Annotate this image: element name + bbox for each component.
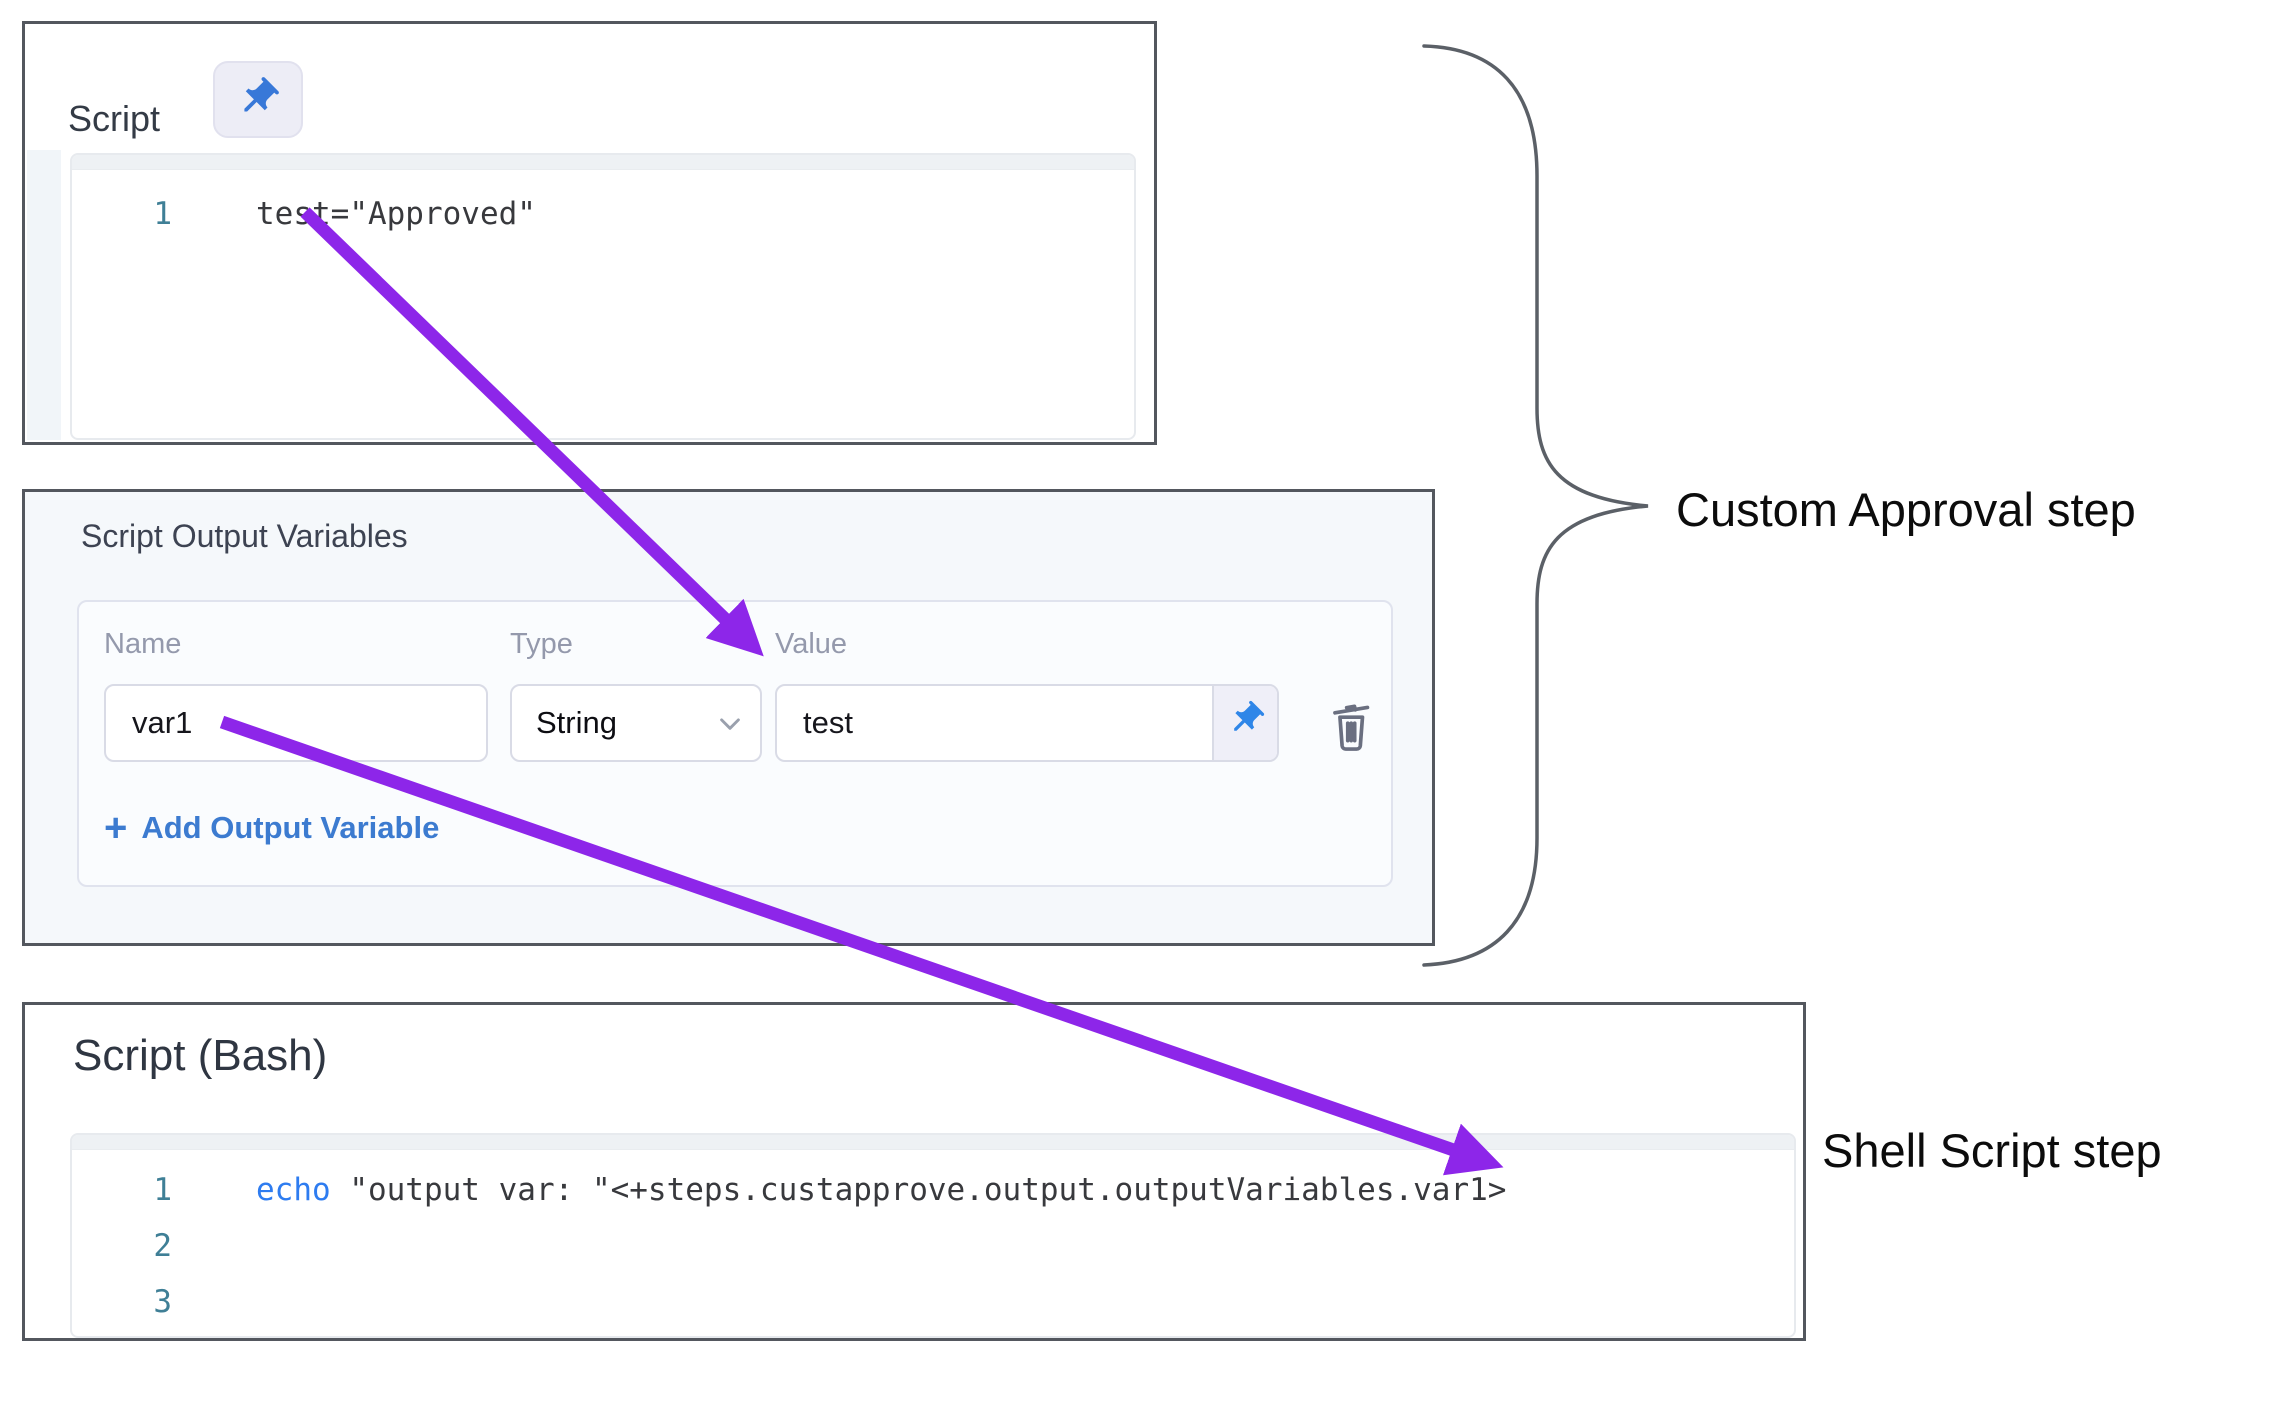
line-number: 1: [153, 1172, 172, 1208]
variable-value-field: [775, 684, 1279, 762]
shell-script-step-label: Shell Script step: [1822, 1124, 2162, 1177]
shell-script-editor[interactable]: 1 echo "output var: "<+steps.custapprove…: [70, 1133, 1796, 1338]
code-line: 2: [72, 1218, 1794, 1274]
curly-brace: [1422, 44, 1649, 967]
code-text: [172, 1218, 256, 1274]
approval-script-panel: Script 1 test="Approved": [22, 21, 1157, 445]
editor-header-strip: [72, 1135, 1794, 1150]
line-number: 2: [153, 1228, 172, 1264]
keyword-token: echo: [256, 1172, 331, 1208]
custom-approval-step-label: Custom Approval step: [1676, 483, 2136, 536]
code-line: 1 echo "output var: "<+steps.custapprove…: [72, 1162, 1794, 1218]
trash-icon: [1325, 704, 1377, 757]
add-output-variable-label: Add Output Variable: [141, 810, 440, 845]
plus-icon: +: [104, 806, 128, 850]
variable-type-select[interactable]: String: [510, 684, 762, 762]
panel-left-gutter: [27, 150, 61, 440]
code-text: echo "output var: "<+steps.custapprove.o…: [172, 1162, 1506, 1218]
variable-value-input[interactable]: [777, 686, 1212, 760]
chevron-down-icon: [718, 715, 742, 732]
pin-toggle-button[interactable]: [213, 61, 303, 138]
value-column-header: Value: [775, 628, 848, 660]
editor-header-strip: [72, 155, 1134, 170]
approval-script-title: Script: [68, 98, 161, 139]
shell-script-panel: Script (Bash) 1 echo "output var: "<+ste…: [22, 1002, 1806, 1341]
output-variables-title: Script Output Variables: [81, 518, 408, 554]
value-pin-toggle[interactable]: [1212, 686, 1277, 760]
shell-script-title: Script (Bash): [73, 1031, 328, 1080]
selected-type-value: String: [536, 705, 617, 740]
pushpin-icon: [235, 75, 281, 124]
code-text: test="Approved": [256, 196, 536, 232]
approval-script-editor[interactable]: 1 test="Approved": [70, 153, 1136, 440]
code-text: [172, 1274, 256, 1330]
line-number: 1: [153, 196, 172, 232]
variable-name-input[interactable]: [104, 684, 488, 762]
delete-variable-button[interactable]: [1325, 696, 1377, 754]
type-column-header: Type: [510, 628, 573, 660]
code-line: 1 test="Approved": [72, 186, 1134, 242]
output-variables-panel: Script Output Variables Name Type Value …: [22, 489, 1435, 946]
name-column-header: Name: [104, 628, 182, 660]
line-number: 3: [153, 1284, 172, 1320]
add-output-variable-button[interactable]: + Add Output Variable: [104, 808, 439, 848]
plain-token: "output var: "<+steps.custapprove.output…: [330, 1172, 1507, 1208]
pushpin-icon: [1226, 699, 1266, 747]
code-line: 3: [72, 1274, 1794, 1330]
variables-card: Name Type Value String: [77, 600, 1393, 887]
